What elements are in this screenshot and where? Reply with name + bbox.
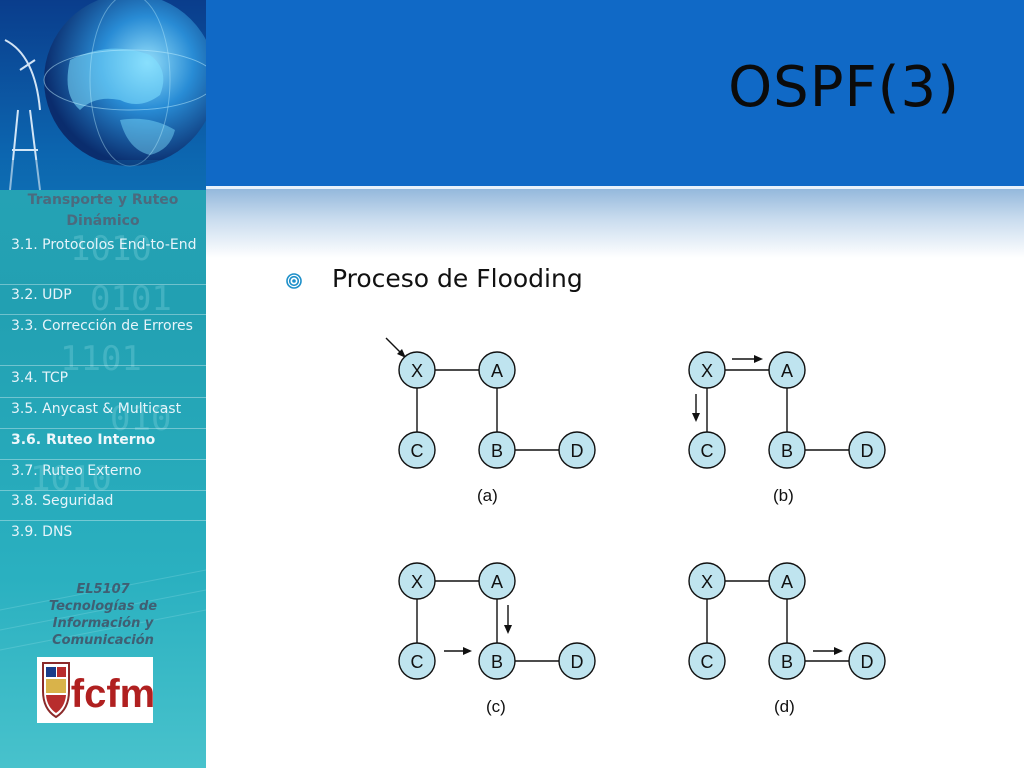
sidebar-item-correccion[interactable]: 3.3. Corrección de Errores bbox=[11, 318, 193, 334]
fcfm-logo: fcfm bbox=[37, 657, 153, 723]
course-title: Transporte y Ruteo Dinámico bbox=[0, 190, 206, 232]
diagram-caption-d: (d) bbox=[774, 697, 795, 716]
arrow-a-to-b-head bbox=[504, 625, 512, 634]
course-code-line: Comunicación bbox=[52, 633, 154, 648]
header-gradient bbox=[206, 186, 1024, 258]
node-c bbox=[398, 431, 436, 469]
nav-divider bbox=[0, 365, 206, 366]
node-label: C bbox=[411, 441, 424, 461]
node-label: C bbox=[701, 652, 714, 672]
node-b bbox=[768, 642, 806, 680]
node-label: D bbox=[571, 652, 584, 672]
node-label: B bbox=[491, 441, 503, 461]
sidebar-item-tcp[interactable]: 3.4. TCP bbox=[11, 370, 69, 386]
node-label: B bbox=[781, 652, 793, 672]
arrow-x-to-a-head bbox=[754, 355, 763, 363]
svg-text:1010: 1010 bbox=[70, 229, 152, 269]
node-a bbox=[768, 562, 806, 600]
node-label: A bbox=[491, 361, 503, 381]
bullet-text: Proceso de Flooding bbox=[332, 264, 583, 293]
header-divider bbox=[206, 186, 1024, 189]
node-b bbox=[768, 431, 806, 469]
node-d bbox=[558, 642, 596, 680]
node-label: D bbox=[861, 652, 874, 672]
nav-divider bbox=[0, 284, 206, 285]
svg-text:1101: 1101 bbox=[60, 339, 142, 379]
sidebar-item-ruteo-externo[interactable]: 3.7. Ruteo Externo bbox=[11, 463, 142, 479]
nav-divider bbox=[0, 459, 206, 460]
arrow-in-x bbox=[385, 337, 403, 355]
node-label: X bbox=[701, 361, 713, 381]
sidebar-item-seguridad[interactable]: 3.8. Seguridad bbox=[11, 493, 114, 509]
node-label: X bbox=[411, 361, 423, 381]
node-d bbox=[848, 431, 886, 469]
target-bullet-icon bbox=[286, 273, 302, 289]
node-a bbox=[478, 562, 516, 600]
course-title-line: Transporte y Ruteo bbox=[27, 192, 179, 208]
node-label: A bbox=[491, 572, 503, 592]
arrow-b-to-d-head bbox=[834, 647, 843, 655]
svg-text:010: 010 bbox=[110, 399, 171, 439]
slide-title: OSPF(3) bbox=[728, 55, 960, 120]
sidebar-item-udp[interactable]: 3.2. UDP bbox=[11, 287, 72, 303]
node-d bbox=[848, 642, 886, 680]
node-label: X bbox=[411, 572, 423, 592]
nav-divider bbox=[0, 314, 206, 315]
node-x bbox=[398, 351, 436, 389]
sidebar-item-ruteo-interno[interactable]: 3.6. Ruteo Interno bbox=[11, 432, 156, 448]
nav-divider bbox=[0, 428, 206, 429]
svg-text:fcfm: fcfm bbox=[71, 672, 153, 716]
node-x bbox=[398, 562, 436, 600]
arrow-in-x-head bbox=[397, 349, 406, 358]
arrow-c-to-b-head bbox=[463, 647, 472, 655]
node-x bbox=[688, 562, 726, 600]
sidebar-item-anycast[interactable]: 3.5. Anycast & Multicast bbox=[11, 401, 182, 417]
node-b bbox=[478, 642, 516, 680]
node-label: A bbox=[781, 361, 793, 381]
svg-text:1010: 1010 bbox=[30, 459, 112, 499]
course-code-line: Información y bbox=[52, 616, 154, 631]
flooding-diagram-b: X A C B D bbox=[688, 351, 886, 469]
node-x bbox=[688, 351, 726, 389]
nav-divider bbox=[0, 397, 206, 398]
node-label: D bbox=[571, 441, 584, 461]
node-label: A bbox=[781, 572, 793, 592]
node-c bbox=[688, 642, 726, 680]
diagram-caption-b: (b) bbox=[773, 486, 794, 505]
arrow-x-to-c-head bbox=[692, 413, 700, 422]
node-c bbox=[688, 431, 726, 469]
sidebar: 1010 0101 1101 010 1010 Transporte y Rut… bbox=[0, 0, 206, 768]
flooding-diagram-a: X A C B D bbox=[385, 337, 596, 469]
node-c bbox=[398, 642, 436, 680]
node-label: C bbox=[411, 652, 424, 672]
course-code-line: EL5107 bbox=[76, 582, 130, 597]
diagram-caption-c: (c) bbox=[486, 697, 506, 716]
node-d bbox=[558, 431, 596, 469]
binary-background-image: 1010 0101 1101 010 1010 bbox=[0, 229, 206, 651]
node-a bbox=[768, 351, 806, 389]
flooding-diagram-d: X A C B D bbox=[688, 562, 886, 680]
nav-divider bbox=[0, 490, 206, 491]
node-label: C bbox=[701, 441, 714, 461]
node-a bbox=[478, 351, 516, 389]
node-label: X bbox=[701, 572, 713, 592]
course-code: EL5107 Tecnologías de Información y Comu… bbox=[0, 581, 206, 649]
node-label: B bbox=[491, 652, 503, 672]
globe-satellite-image bbox=[0, 0, 206, 190]
course-code-line: Tecnologías de bbox=[48, 599, 158, 614]
node-label: D bbox=[861, 441, 874, 461]
sidebar-item-dns[interactable]: 3.9. DNS bbox=[11, 524, 73, 540]
node-label: B bbox=[781, 441, 793, 461]
diagram-caption-a: (a) bbox=[477, 486, 498, 505]
slide-header bbox=[206, 0, 1024, 186]
svg-text:0101: 0101 bbox=[90, 279, 172, 319]
course-title-line: Dinámico bbox=[66, 213, 140, 229]
node-b bbox=[478, 431, 516, 469]
nav-divider bbox=[0, 520, 206, 521]
flooding-diagram-c: X A C B D bbox=[398, 562, 596, 680]
sidebar-item-protocolos[interactable]: 3.1. Protocolos End-to-End bbox=[11, 237, 197, 253]
